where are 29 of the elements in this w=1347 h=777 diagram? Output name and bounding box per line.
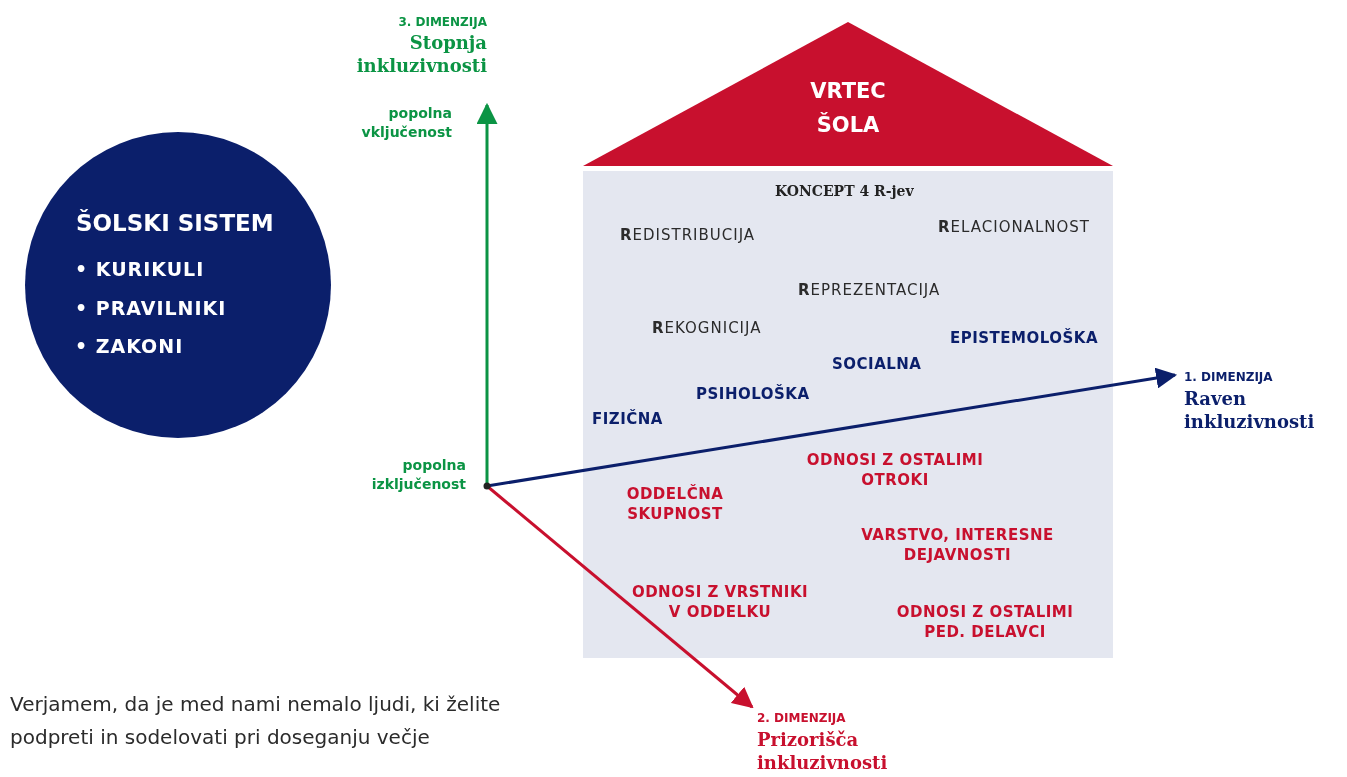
bullet-item: • KURIKULI — [75, 257, 206, 282]
axis-heading: 1. DIMENZIJA — [1184, 369, 1274, 386]
bullet-item: • PRAVILNIKI — [75, 295, 227, 321]
roof-text: VRTEC ŠOLA — [809, 78, 887, 139]
setting-term: VARSTVO, INTERESNE DEJAVNOSTI — [860, 525, 1055, 566]
level-term: SOCIALNA — [832, 354, 923, 375]
level-term: FIZIČNA — [592, 409, 664, 430]
axis-title: Prizorišča inkluzivnosti — [757, 729, 889, 774]
house-body — [583, 171, 1113, 658]
setting-term: ODDELČNA SKUPNOST — [625, 484, 725, 525]
concept-term: RELACIONALNOST — [938, 217, 1091, 238]
section-heading: KONCEPT 4 R-jev — [775, 183, 914, 199]
concept-term: REPREZENTACIJA — [798, 280, 942, 301]
concept-term: REDISTRIBUCIJA — [620, 225, 757, 246]
paragraph: Verjamem, da je med nami nemalo ljudi, ki želite podpreti in sodelovati pri doseganju večje — [10, 691, 502, 751]
axis-heading: 3. DIMENZIJA — [397, 14, 487, 31]
setting-term: ODNOSI Z OSTALIMI OTROKI — [805, 450, 985, 491]
circle-heading: ŠOLSKI SISTEM — [76, 210, 274, 236]
level-term: PSIHOLOŠKA — [696, 384, 811, 405]
bullet-item: • ZAKONI — [75, 334, 185, 359]
concept-term: REKOGNICIJA — [652, 318, 763, 339]
axis-title: Raven inkluzivnosti — [1184, 388, 1316, 433]
level-term: EPISTEMOLOŠKA — [950, 328, 1100, 349]
axis-end-label: popolna izključenost — [370, 456, 466, 494]
setting-term: ODNOSI Z VRSTNIKI V ODDELKU — [630, 582, 810, 623]
setting-term: ODNOSI Z OSTALIMI PED. DELAVCI — [895, 602, 1075, 643]
axis-heading: 2. DIMENZIJA — [757, 710, 847, 727]
axis-end-label: popolna vključenost — [360, 104, 452, 142]
axis-title: Stopnja inkluzivnosti — [355, 32, 487, 77]
